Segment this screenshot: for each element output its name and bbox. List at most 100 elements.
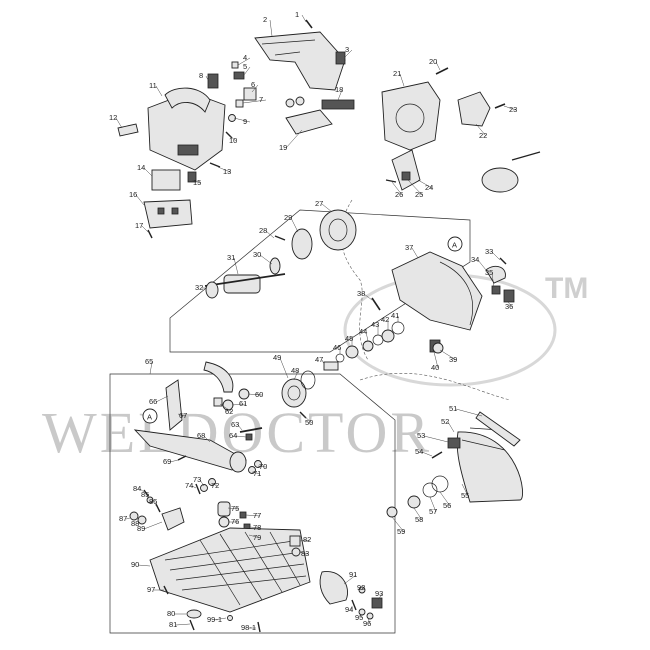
- part-number-2: 2: [263, 15, 267, 24]
- part-number-32: 32: [195, 283, 203, 292]
- part-number-56: 56: [443, 501, 451, 510]
- leader-line-83: [299, 551, 309, 555]
- ring-56: [431, 475, 449, 493]
- part-number-90: 90: [131, 560, 139, 569]
- leader-line-27: [321, 203, 333, 213]
- baffle-29: [291, 228, 313, 260]
- part-number-48: 48: [291, 366, 299, 375]
- part-number-88: 88: [131, 519, 139, 528]
- spindle-47: [323, 361, 339, 371]
- screw-98: [257, 621, 261, 633]
- part-number-14: 14: [137, 163, 145, 172]
- leader-line-1: [301, 14, 307, 23]
- bearing-42: [381, 329, 395, 343]
- part-number-74: 74: [185, 481, 193, 490]
- washer-43: [372, 334, 384, 346]
- latch-15: [187, 171, 197, 183]
- part-number-84: 84: [133, 484, 141, 493]
- leader-line-70: [257, 465, 267, 468]
- terminal-slot-b: [171, 207, 179, 215]
- blade-guard-assembly: [386, 411, 523, 518]
- leader-line-28: [265, 230, 275, 239]
- part-number-31: 31: [227, 253, 235, 262]
- part-number-64: 64: [229, 431, 237, 440]
- leader-line-40: [433, 351, 439, 369]
- leader-line-10: [229, 135, 237, 142]
- nut-96: [366, 612, 374, 620]
- handle-half-2: [254, 31, 346, 91]
- screw-86: [155, 503, 161, 513]
- part-number-21: 21: [393, 69, 401, 78]
- housing-loop: [164, 87, 211, 113]
- part-number-60: 60: [255, 390, 263, 399]
- part-number-95: 95: [355, 613, 363, 622]
- part-number-86: 86: [149, 497, 157, 506]
- part-number-36: 36: [505, 302, 513, 311]
- leader-line-72: [211, 483, 219, 487]
- part-number-50: 50: [305, 418, 313, 427]
- leader-line-75: [227, 507, 239, 510]
- stator-27: [319, 209, 357, 251]
- part-number-6: 6: [251, 80, 255, 89]
- rotor-shaft: [204, 273, 286, 287]
- part-number-39: 39: [449, 355, 457, 364]
- terminal-slot-a: [157, 207, 165, 215]
- leader-line-16: [135, 194, 145, 206]
- handle-detail: [261, 39, 316, 56]
- part-number-83: 83: [301, 549, 309, 558]
- part-number-25: 25: [415, 190, 423, 199]
- part-number-17: 17: [135, 221, 143, 230]
- leader-line-56: [439, 491, 451, 507]
- controller-19: [285, 109, 333, 135]
- part-number-73: 73: [193, 475, 201, 484]
- retainer-49: [300, 370, 316, 390]
- part-number-40: 40: [431, 363, 439, 372]
- leader-line-84: [139, 488, 145, 493]
- part-number-59: 59: [397, 527, 405, 536]
- bearing-30: [269, 257, 281, 275]
- pin-63: [239, 427, 263, 433]
- part-number-1: 1: [295, 10, 299, 19]
- part-number-33: 33: [485, 247, 493, 256]
- leader-line-26: [391, 181, 403, 196]
- nut-83: [291, 547, 301, 557]
- screw-20: [435, 67, 449, 75]
- leader-lines: [115, 14, 517, 629]
- part-number-42: 42: [381, 315, 389, 324]
- gear-44: [362, 340, 374, 352]
- part-number-70: 70: [259, 462, 267, 471]
- part-number-52: 52: [441, 417, 449, 426]
- part-number-51: 51: [449, 404, 457, 413]
- nut-64: [245, 433, 253, 441]
- part-number-24: 24: [425, 183, 433, 192]
- leader-line-93: [377, 593, 383, 601]
- leader-line-33: [491, 251, 501, 261]
- leader-line-54: [421, 451, 433, 457]
- bearing-39: [432, 342, 444, 354]
- watermark-tm: TM: [545, 272, 588, 305]
- bevel-knob: [229, 451, 247, 473]
- part-number-91: 91: [349, 570, 357, 579]
- screw-38: [371, 297, 381, 311]
- part-number-44: 44: [359, 327, 367, 336]
- led-19a: [285, 98, 295, 108]
- group-outlines: [109, 199, 511, 634]
- screw-74: [195, 483, 201, 495]
- part-number-20: 20: [429, 57, 437, 66]
- leader-line-39: [439, 349, 457, 361]
- leader-line-59: [391, 516, 405, 533]
- leader-line-71: [251, 471, 261, 475]
- part-number-54: 54: [415, 447, 423, 456]
- part-number-69: 69: [163, 457, 171, 466]
- leader-line-95: [359, 613, 363, 619]
- washer-73: [200, 484, 208, 492]
- part-number-58: 58: [415, 515, 423, 524]
- knob-75: [217, 501, 231, 517]
- part-number-38: 38: [357, 289, 365, 298]
- leader-line-57: [429, 496, 437, 513]
- clamp-82: [289, 535, 301, 547]
- callout-markers: A A: [142, 236, 463, 424]
- gear-housing-37: [391, 251, 483, 331]
- leader-line-61: [231, 403, 247, 406]
- screw-23: [494, 103, 506, 109]
